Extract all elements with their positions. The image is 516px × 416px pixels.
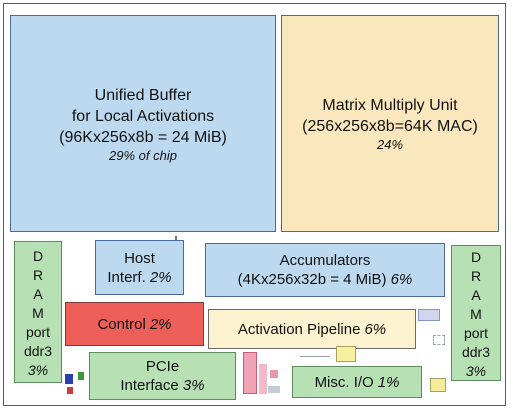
dram-right-percent: 3%	[465, 363, 487, 379]
chip-detail-small-block	[268, 386, 280, 393]
chip-detail-pink-macro	[259, 364, 267, 394]
host-interface-block: Host Interf. 2%	[95, 240, 184, 295]
chip-detail-red-dot	[67, 387, 73, 394]
chip-marker	[175, 236, 177, 240]
dram-left-port: port	[25, 324, 51, 340]
dram-left-type: ddr3	[23, 343, 53, 359]
matrix-unit-title: Matrix Multiply Unit	[322, 97, 458, 114]
activation-pipeline-block: Activation Pipeline 6%	[208, 309, 416, 349]
control-percent: 2%	[149, 315, 172, 333]
dram-left-letter: D	[32, 248, 44, 264]
dram-left-letter: M	[32, 305, 44, 321]
pcie-title: PCIe	[145, 358, 180, 375]
unified-buffer-percent: 29% of chip	[109, 147, 177, 163]
unified-buffer-block: Unified Buffer for Local Activations (96…	[10, 15, 276, 232]
activation-pipeline-label: Activation Pipeline	[237, 320, 361, 338]
host-interface-title: Host	[124, 249, 155, 267]
misc-io-percent: 1%	[377, 373, 400, 391]
pcie-percent: 3%	[182, 377, 205, 394]
matrix-unit-percent: 24%	[376, 137, 404, 152]
chip-detail-yellow-block	[336, 346, 356, 362]
chip-detail-pads	[433, 335, 445, 345]
chip-detail-green-dot	[78, 372, 84, 380]
dram-left-letter: A	[33, 286, 43, 302]
pcie-subtitle: Interface	[120, 377, 179, 394]
chip-detail-blue-dot	[65, 374, 73, 384]
accumulators-title: Accumulators	[279, 252, 371, 269]
chip-detail-yellow-block	[430, 378, 446, 392]
accumulators-percent: 6%	[390, 271, 413, 288]
chip-detail-small-block	[270, 370, 278, 378]
chip-detail-wire	[300, 356, 330, 357]
host-interface-percent: 2%	[149, 268, 172, 286]
host-interface-subtitle: Interf.	[107, 268, 146, 286]
unified-buffer-title: Unified Buffer	[94, 86, 192, 104]
dram-right-port: port	[463, 325, 489, 341]
accumulators-size: (4Kx256x32b = 4 MiB)	[237, 271, 387, 288]
chip-detail-pink-macro	[243, 352, 257, 394]
misc-io-block: Misc. I/O 1%	[292, 366, 422, 398]
dram-right-letter: M	[470, 306, 482, 322]
dram-right-letter: R	[470, 268, 482, 284]
matrix-unit-size: (256x256x8b=64K MAC)	[302, 118, 478, 135]
activation-pipeline-percent: 6%	[364, 320, 387, 338]
dram-left-percent: 3%	[27, 362, 49, 378]
misc-io-label: Misc. I/O	[314, 373, 374, 391]
chip-detail-squares	[418, 309, 440, 321]
unified-buffer-subtitle: for Local Activations	[71, 107, 215, 125]
control-block: Control 2%	[65, 302, 204, 346]
dram-port-right-block: D R A M port ddr3 3%	[451, 245, 501, 381]
dram-port-left-block: D R A M port ddr3 3%	[14, 241, 62, 383]
dram-left-letter: R	[32, 267, 44, 283]
dram-right-letter: D	[470, 249, 482, 265]
accumulators-block: Accumulators (4Kx256x32b = 4 MiB) 6%	[205, 243, 445, 297]
control-label: Control	[97, 315, 146, 333]
matrix-multiply-unit-block: Matrix Multiply Unit (256x256x8b=64K MAC…	[281, 15, 499, 232]
dram-right-letter: A	[471, 287, 481, 303]
unified-buffer-size: (96Kx256x8b = 24 MiB)	[59, 128, 227, 146]
dram-right-type: ddr3	[461, 344, 491, 360]
pcie-interface-block: PCIe Interface 3%	[89, 352, 236, 400]
